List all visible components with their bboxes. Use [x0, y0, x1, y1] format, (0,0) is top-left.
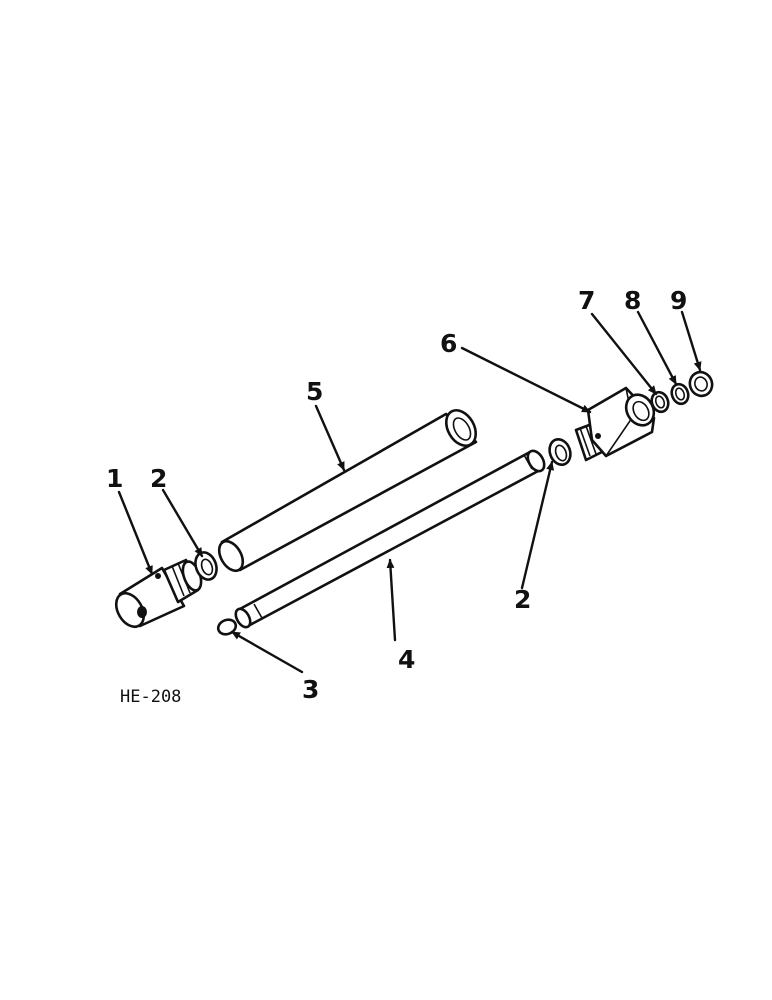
- seal-ring: [216, 618, 238, 636]
- rod-end-clevis: [114, 558, 203, 629]
- callout-7: 7: [578, 286, 595, 315]
- port-fitting: [574, 386, 656, 462]
- callout-9: 9: [670, 286, 687, 315]
- callout-8: 8: [624, 286, 641, 315]
- callout-2-right: 2: [514, 585, 531, 614]
- callout-6: 6: [440, 329, 457, 358]
- drawing-code: HE-208: [120, 687, 181, 707]
- leader-lines: [117, 310, 702, 674]
- callout-2-left: 2: [150, 464, 167, 493]
- callout-5: 5: [306, 377, 323, 406]
- barrel-tube: [217, 409, 478, 573]
- callout-3: 3: [302, 675, 319, 704]
- callout-4: 4: [398, 645, 415, 674]
- o-ring-right: [548, 438, 572, 466]
- ring-9: [688, 370, 714, 398]
- ring-8: [670, 382, 690, 406]
- piston-rod: [234, 449, 546, 629]
- callout-1: 1: [106, 464, 123, 493]
